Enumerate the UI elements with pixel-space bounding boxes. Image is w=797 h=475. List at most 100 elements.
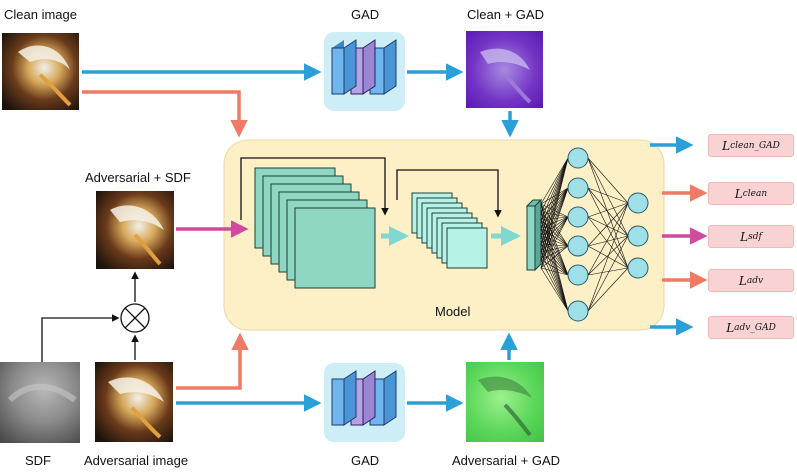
network-connection xyxy=(587,202,629,312)
network-connection xyxy=(587,157,629,269)
loss-subscript: clean_GAD xyxy=(730,140,780,151)
network-connection xyxy=(587,235,629,276)
network-connection xyxy=(540,267,569,312)
network-connection xyxy=(587,187,629,237)
sdf-image-thumbnail xyxy=(0,362,80,443)
network-connection xyxy=(540,187,569,253)
label-adversarial-image: Adversarial image xyxy=(84,453,189,468)
label-gad-bottom: GAD xyxy=(351,453,380,468)
network-connection xyxy=(540,203,569,247)
loss-subscript: adv xyxy=(746,275,764,286)
network-connection xyxy=(587,157,629,237)
network-connection xyxy=(540,211,569,247)
network-connection xyxy=(540,216,569,253)
hidden-neuron xyxy=(567,300,589,322)
network-connection xyxy=(540,227,569,247)
network-connection xyxy=(540,243,569,247)
network-connection xyxy=(540,157,569,269)
network-connection xyxy=(540,245,569,253)
network-connection xyxy=(540,187,569,245)
loss-symbol: L xyxy=(738,273,747,288)
network-connection xyxy=(540,219,569,247)
network-connection xyxy=(540,245,569,261)
skip-connection-1 xyxy=(240,157,389,220)
output-neuron xyxy=(627,225,649,247)
hidden-neuron xyxy=(567,147,589,169)
loss-symbol: L xyxy=(734,186,743,201)
network-connection xyxy=(540,216,569,221)
network-connection xyxy=(540,157,569,245)
network-connection xyxy=(540,157,569,253)
loss-subscript: adv_GAD xyxy=(734,322,776,333)
network-connection xyxy=(587,235,629,312)
arrow-clean-to-model xyxy=(82,90,248,138)
label-gad-top: GAD xyxy=(351,7,380,22)
network-connection xyxy=(540,187,569,261)
gad-block-bottom xyxy=(324,363,405,442)
hidden-neuron xyxy=(567,235,589,257)
network-connection xyxy=(587,202,629,218)
adversarial-gad-image-thumbnail xyxy=(466,362,544,442)
network-connection xyxy=(587,202,629,276)
network-connection xyxy=(540,251,569,276)
conv-layer-stack-1 xyxy=(254,167,376,289)
clean-image-thumbnail xyxy=(2,33,79,110)
label-clean-gad: Clean + GAD xyxy=(467,7,544,22)
network-connection xyxy=(540,251,569,312)
network-connection xyxy=(587,235,629,247)
hidden-neuron xyxy=(567,264,589,286)
arrow-sdf-to-multiply xyxy=(41,314,120,362)
network-connection xyxy=(540,157,569,205)
network-connection xyxy=(540,157,569,261)
network-connection xyxy=(540,216,569,261)
network-connection xyxy=(587,157,629,204)
fully-connected-network xyxy=(540,147,649,322)
network-connection xyxy=(540,235,569,247)
network-connection xyxy=(587,187,629,204)
network-connection xyxy=(540,216,569,245)
network-connection xyxy=(540,157,569,213)
network-connection xyxy=(540,259,569,312)
network-connection xyxy=(540,157,569,229)
network-connection xyxy=(540,157,569,237)
network-connection xyxy=(540,203,569,218)
network-connection xyxy=(540,157,569,221)
output-neuron xyxy=(627,192,649,214)
label-model: Model xyxy=(435,304,471,319)
network-connection xyxy=(540,216,569,269)
arrow-adv-to-model xyxy=(176,332,249,390)
network-connection xyxy=(540,267,569,276)
label-adversarial-gad: Adversarial + GAD xyxy=(452,453,561,468)
loss-symbol: L xyxy=(726,320,735,335)
network-connection xyxy=(587,267,629,312)
network-connection xyxy=(587,267,629,276)
flatten-layer xyxy=(525,198,543,272)
hidden-neuron xyxy=(567,177,589,199)
multiply-icon xyxy=(120,303,150,333)
output-neuron xyxy=(627,257,649,279)
network-connection xyxy=(540,187,569,269)
network-connection xyxy=(540,245,569,269)
network-connection xyxy=(587,187,629,269)
conv-layer-stack-2 xyxy=(411,192,488,269)
adversarial-image-thumbnail xyxy=(95,362,173,442)
network-connection xyxy=(587,202,629,247)
loss-subscript: sdf xyxy=(748,231,762,242)
network-connection xyxy=(540,211,569,218)
network-connection xyxy=(587,216,629,237)
network-connection xyxy=(540,216,569,229)
hidden-neuron xyxy=(567,206,589,228)
network-connection xyxy=(540,216,569,237)
network-connection xyxy=(540,187,569,205)
skip-connection-2 xyxy=(396,169,502,218)
label-adversarial-sdf: Adversarial + SDF xyxy=(85,170,191,185)
network-connection xyxy=(540,259,569,276)
adversarial-sdf-image-thumbnail xyxy=(96,191,174,269)
clean-gad-image-thumbnail xyxy=(466,31,543,108)
label-clean-image: Clean image xyxy=(4,7,77,22)
